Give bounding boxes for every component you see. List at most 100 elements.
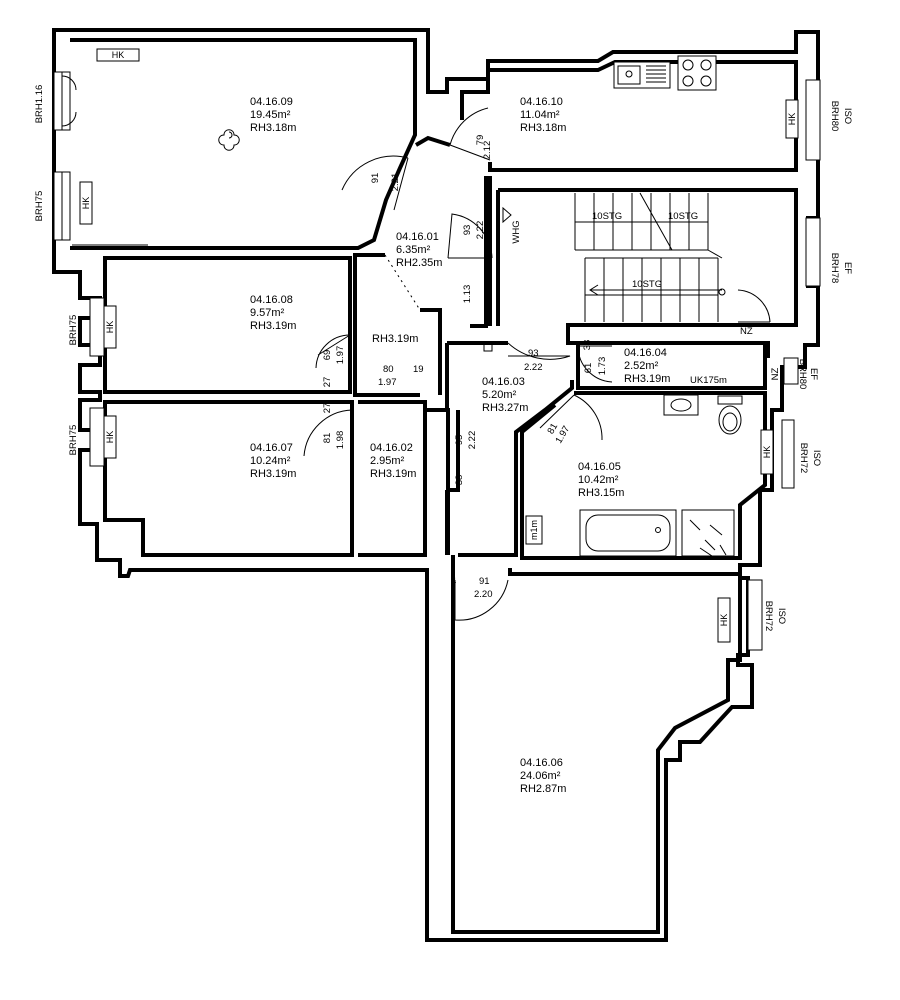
dim-door-0404-width: 61	[583, 363, 594, 374]
svg-text:04.16.03: 04.16.03	[482, 376, 525, 388]
svg-text:RH3.15m: RH3.15m	[578, 487, 624, 499]
dim-door-0403-height: 2.22	[524, 362, 543, 373]
wall-room-0405	[520, 391, 767, 560]
tag-iso-0405: ISO	[811, 450, 822, 466]
svg-text:HK: HK	[762, 446, 772, 459]
svg-text:5.20m²: 5.20m²	[482, 389, 517, 401]
dim-door-0410-height: 2.12	[482, 141, 493, 160]
svg-text:HK: HK	[81, 197, 91, 210]
radiator-0405: HK	[760, 429, 774, 475]
label-stairs-1: 10STG	[592, 211, 622, 222]
misc-labels: UK175m WHG NZ NZ 10STG 10STG 10STG m1m	[502, 206, 781, 540]
bathtub	[579, 509, 677, 557]
fixtures	[218, 55, 743, 557]
dim-door-0403-width: 93	[528, 348, 539, 359]
svg-text:11.04m²: 11.04m²	[520, 109, 560, 121]
ceiling-rose	[218, 129, 240, 151]
dim-door-0402-height: 2.22	[467, 431, 478, 450]
wall-corridor-west	[353, 253, 442, 397]
dim-door-0410-width: 79	[475, 135, 486, 146]
svg-text:04.16.09: 04.16.09	[250, 96, 293, 108]
tag-brh75-0407: BRH75	[68, 425, 79, 456]
m1m-box	[525, 515, 543, 545]
dim-door-0406-height: 2.20	[474, 589, 493, 600]
room-labels: 04.16.09 19.45m² RH3.18m 04.16.10 11.04m…	[250, 96, 670, 795]
door-0406	[454, 579, 509, 621]
dim-corridor-113: 1.13	[462, 285, 473, 304]
dim-opening-width: 80	[383, 364, 394, 375]
door-stairs	[737, 289, 771, 323]
svg-text:2.95m²: 2.95m²	[370, 455, 405, 467]
dim-opening-height: 1.97	[378, 377, 397, 388]
wall-room-0408	[103, 256, 352, 394]
dim-27-upper: 27	[322, 377, 333, 388]
svg-text:04.16.04: 04.16.04	[624, 347, 667, 359]
svg-text:RH3.19m: RH3.19m	[250, 320, 296, 332]
tag-brh80-0410: BRH80	[829, 101, 840, 132]
wall-room-0410	[460, 60, 798, 172]
dim-38-lower: 38	[454, 475, 465, 486]
tag-brh75-0409: BRH75	[34, 191, 45, 222]
wall-room-0402	[358, 400, 427, 557]
svg-text:RH3.18m: RH3.18m	[250, 122, 296, 134]
door-0408	[315, 334, 351, 369]
wall-room-0404	[576, 345, 767, 390]
label-m1m: m1m	[529, 520, 539, 540]
shower	[681, 509, 735, 557]
svg-text:04.16.08: 04.16.08	[250, 294, 293, 306]
door-0409	[341, 155, 409, 211]
svg-text:04.16.06: 04.16.06	[520, 757, 563, 769]
radiator-0408: HK	[103, 305, 117, 349]
wall-room-0409	[70, 38, 417, 250]
outer-wall	[52, 28, 820, 942]
tag-ef-0404: EF	[808, 368, 819, 380]
staircase	[574, 192, 726, 322]
window-0406	[747, 579, 763, 651]
room-label-0410: 04.16.10 11.04m² RH3.18m	[520, 96, 566, 134]
svg-text:HK: HK	[719, 614, 729, 627]
tag-brh75-0408: BRH75	[68, 315, 79, 346]
svg-text:04.16.01: 04.16.01	[396, 231, 439, 243]
svg-text:RH3.19m: RH3.19m	[250, 468, 296, 480]
svg-text:RH3.27m: RH3.27m	[482, 402, 528, 414]
wall-0402-east	[425, 408, 450, 555]
svg-text:04.16.05: 04.16.05	[578, 461, 621, 473]
wall-room-0403	[445, 341, 574, 557]
svg-text:RH3.19m: RH3.19m	[624, 373, 670, 385]
door-0404	[577, 345, 613, 383]
dim-door-0407-height: 1.98	[335, 431, 346, 450]
dim-door-0409-height: 2.21	[390, 173, 401, 192]
radiators: HK HK HK HK HK HK HK	[79, 48, 799, 643]
window-0405	[781, 419, 795, 489]
label-whg: WHG	[511, 220, 522, 243]
wall-room-0406	[451, 555, 742, 934]
dim-door-0409-width: 91	[370, 173, 381, 184]
wall-corridor-slant	[414, 135, 451, 147]
stairs-upper-flight	[574, 193, 709, 251]
door-0403	[507, 342, 571, 360]
svg-text:10.24m²: 10.24m²	[250, 455, 291, 467]
room-label-0402: 04.16.02 2.95m² RH3.19m	[370, 442, 416, 480]
windows	[53, 71, 821, 651]
corridor-height-label: RH3.19m	[372, 333, 418, 345]
room-label-0407: 04.16.07 10.24m² RH3.19m	[250, 442, 296, 480]
svg-text:RH3.19m: RH3.19m	[370, 468, 416, 480]
doors	[303, 107, 771, 621]
window-0407	[89, 407, 105, 467]
door-whg	[447, 213, 493, 259]
window-tags: BRH1.16 BRH75 BRH75 BRH75 BRH80 ISO BRH7…	[34, 85, 853, 632]
svg-text:HK: HK	[105, 321, 115, 334]
svg-text:RH2.87m: RH2.87m	[520, 783, 566, 795]
room-label-0409: 04.16.09 19.45m² RH3.18m	[250, 96, 296, 134]
room-label-0408: 04.16.08 9.57m² RH3.19m	[250, 294, 296, 332]
label-stairs-3: 10STG	[632, 279, 662, 290]
radiator-0410: HK	[785, 99, 799, 139]
corridor-overhead-line	[384, 254, 421, 311]
dim-door-0402-width: 95	[454, 435, 465, 446]
room-label-0401: 04.16.01 6.35m² RH2.35m	[396, 231, 442, 269]
door-0407	[303, 409, 353, 462]
svg-text:HK: HK	[105, 431, 115, 444]
door-0405	[539, 394, 603, 441]
window-0404	[783, 357, 799, 385]
